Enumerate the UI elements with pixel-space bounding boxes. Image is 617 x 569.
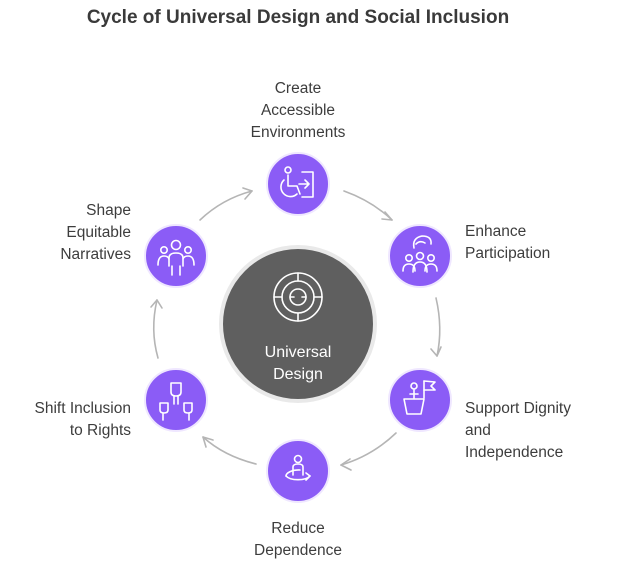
node-shape-narratives [144, 224, 208, 288]
podium-flag-icon [403, 380, 436, 415]
svg-text:to Rights: to Rights [70, 422, 131, 439]
svg-text:Support Dignity: Support Dignity [465, 400, 571, 417]
label-shape-narratives: Shape Equitable Narratives [60, 202, 131, 263]
svg-text:Reduce: Reduce [271, 520, 324, 537]
raised-fists-icon [159, 382, 193, 421]
community-hands-icon [402, 235, 438, 273]
center-circle [219, 245, 377, 403]
svg-text:Independence: Independence [465, 444, 563, 461]
label-support-dignity: Support Dignity and Independence [465, 400, 571, 461]
node-reduce-dependence [266, 439, 330, 503]
svg-text:Environments: Environments [251, 124, 346, 141]
label-reduce-dependence: Reduce Dependence [254, 520, 342, 559]
node-create-accessible-environments [266, 152, 330, 216]
wheelchair-door-icon [280, 166, 314, 198]
arrow-topleft-to-top [199, 190, 253, 221]
arrow-right-to-bottomright [435, 297, 441, 357]
svg-text:and: and [465, 422, 491, 439]
person-standing-circle-icon [285, 454, 311, 481]
svg-text:Dependence: Dependence [254, 542, 342, 559]
center-label-line1: Universal [265, 344, 332, 361]
arrow-bottomleft-to-topleft [152, 299, 159, 359]
center-label-line2: Design [273, 366, 323, 383]
svg-text:Shape: Shape [86, 202, 131, 219]
arrow-bottom-to-bottomleft [202, 436, 257, 465]
node-shift-inclusion [144, 368, 208, 432]
label-shift-inclusion: Shift Inclusion to Rights [35, 400, 132, 439]
node-enhance-participation [388, 224, 452, 288]
svg-text:Accessible: Accessible [261, 102, 335, 119]
svg-text:Shift Inclusion: Shift Inclusion [35, 400, 132, 417]
arrow-top-to-right [343, 190, 393, 221]
svg-text:Enhance: Enhance [465, 223, 526, 240]
cycle-arrows [150, 187, 442, 471]
label-create-accessible-environments: Create Accessible Environments [251, 80, 346, 141]
maze-icon [273, 272, 323, 322]
svg-text:Create: Create [275, 80, 322, 97]
diagram-title: Cycle of Universal Design and Social Inc… [87, 7, 509, 28]
group-people-icon [157, 239, 195, 276]
svg-text:Narratives: Narratives [60, 246, 131, 263]
center-node: Universal Design [219, 245, 377, 403]
svg-text:Participation: Participation [465, 245, 550, 262]
node-support-dignity [388, 368, 452, 432]
svg-text:Equitable: Equitable [66, 224, 131, 241]
arrow-bottomright-to-bottom [340, 432, 397, 466]
label-enhance-participation: Enhance Participation [465, 223, 550, 262]
